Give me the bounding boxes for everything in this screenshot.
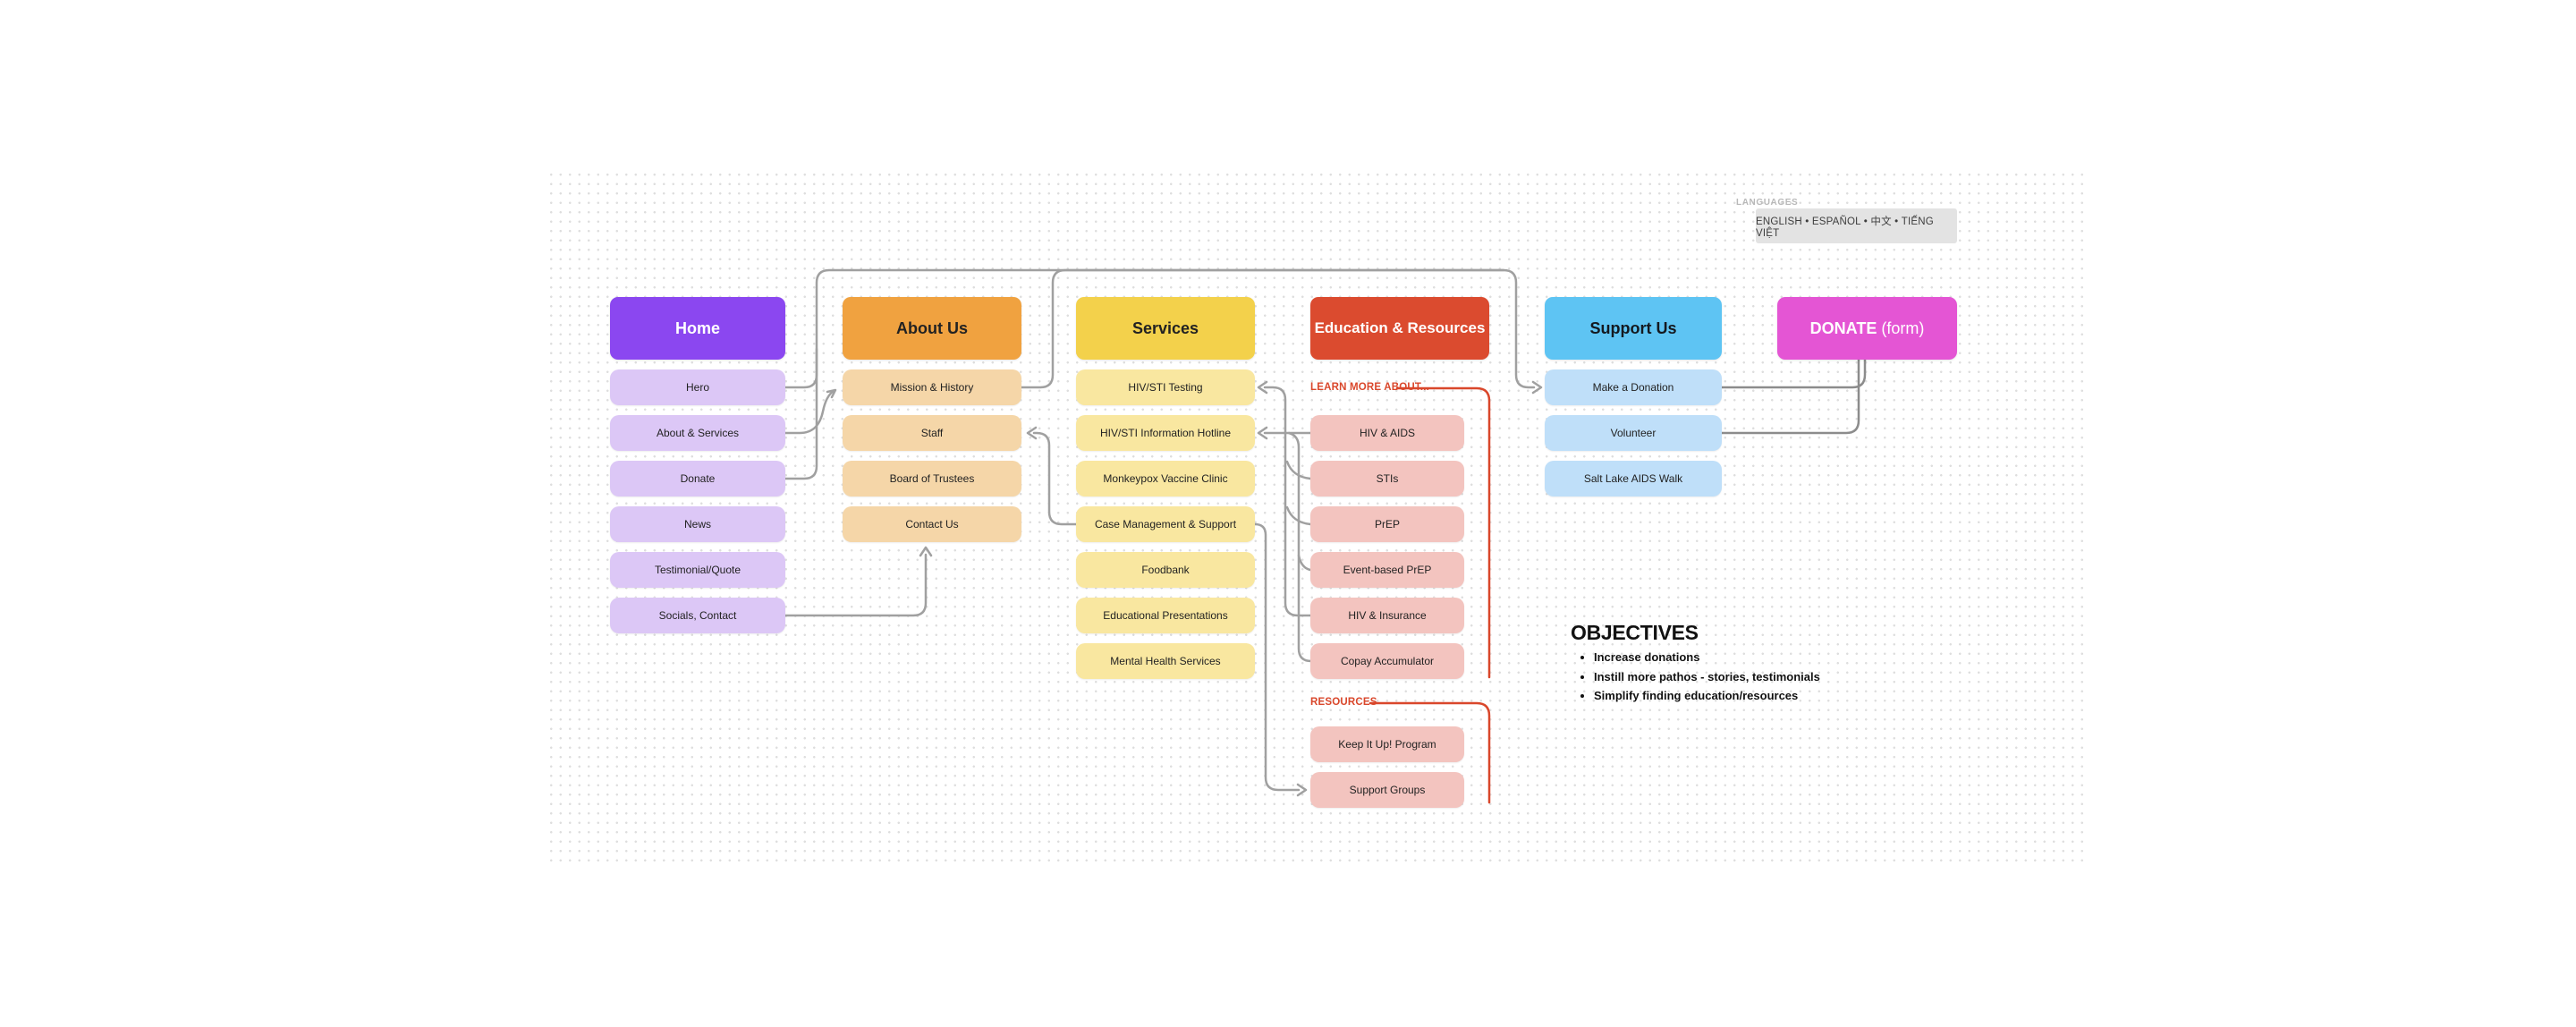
connector-edu-trunk2 xyxy=(1287,431,1313,663)
node-about-and-services[interactable]: About & Services xyxy=(610,415,785,451)
learn-more-label: LEARN MORE ABOUT... xyxy=(1310,382,1430,393)
header-education-resources[interactable]: Education & Resources xyxy=(1310,297,1489,360)
connector-stub-prep xyxy=(1285,505,1312,526)
node-staff[interactable]: Staff xyxy=(843,415,1021,451)
node-copay-accumulator[interactable]: Copay Accumulator xyxy=(1310,643,1464,679)
objective-item: Instill more pathos - stories, testimoni… xyxy=(1594,667,1820,687)
languages-box[interactable]: ENGLISH • ESPAÑOL • 中文 • TIẾNG VIỆT xyxy=(1756,208,1957,243)
node-hiv-sti-testing[interactable]: HIV/STI Testing xyxy=(1076,369,1255,405)
node-donate[interactable]: Donate xyxy=(610,461,785,497)
connector-stub-stis xyxy=(1285,460,1312,480)
objectives-title: OBJECTIVES xyxy=(1571,621,1699,644)
node-hiv-sti-hotline[interactable]: HIV/STI Information Hotline xyxy=(1076,415,1255,451)
bracket-learn-more xyxy=(1395,386,1491,679)
arrowhead-into-testing xyxy=(1257,380,1268,395)
header-support-us[interactable]: Support Us xyxy=(1545,297,1722,360)
arrowhead-into-supportgroups xyxy=(1296,783,1308,797)
header-home[interactable]: Home xyxy=(610,297,785,360)
node-volunteer[interactable]: Volunteer xyxy=(1545,415,1722,451)
arrowhead-into-make-a-donation xyxy=(1531,380,1543,395)
node-mental-health-services[interactable]: Mental Health Services xyxy=(1076,643,1255,679)
arrowhead-into-hotline xyxy=(1257,426,1268,440)
resources-label: RESOURCES xyxy=(1310,697,1377,708)
node-foodbank[interactable]: Foodbank xyxy=(1076,552,1255,588)
connector-aboutservices-to-mission xyxy=(784,389,835,435)
node-salt-lake-aids-walk[interactable]: Salt Lake AIDS Walk xyxy=(1545,461,1722,497)
node-monkeypox-clinic[interactable]: Monkeypox Vaccine Clinic xyxy=(1076,461,1255,497)
connector-casemgmt-to-supportgroups xyxy=(1253,522,1301,792)
node-keep-it-up-program[interactable]: Keep It Up! Program xyxy=(1310,726,1464,762)
header-donate-form[interactable]: DONATE (form) xyxy=(1777,297,1957,360)
connector-volunteer-to-donateform xyxy=(1720,358,1860,435)
objective-item: Increase donations xyxy=(1594,648,1820,667)
node-testimonial-quote[interactable]: Testimonial/Quote xyxy=(610,552,785,588)
connector-mission-to-top-line xyxy=(1020,268,1505,389)
node-stis[interactable]: STIs xyxy=(1310,461,1464,497)
arrowhead-into-contactus xyxy=(919,546,933,557)
node-make-a-donation[interactable]: Make a Donation xyxy=(1545,369,1722,405)
connector-edu-trunk-to-testing xyxy=(1263,386,1312,617)
node-case-management[interactable]: Case Management & Support xyxy=(1076,506,1255,542)
arrowhead-into-staff xyxy=(1026,426,1038,440)
donate-title-suffix: (form) xyxy=(1877,318,1925,337)
connector-makeadonation-to-donateform xyxy=(1720,358,1867,389)
connector-stub-eventbased xyxy=(1297,554,1312,572)
node-mission-history[interactable]: Mission & History xyxy=(843,369,1021,405)
node-hero[interactable]: Hero xyxy=(610,369,785,405)
node-hiv-insurance[interactable]: HIV & Insurance xyxy=(1310,598,1464,633)
connector-casemgmt-to-staff xyxy=(1032,431,1078,526)
arrowhead-into-mission xyxy=(826,388,837,399)
connector-socials-to-contactus xyxy=(784,553,928,617)
node-hiv-aids[interactable]: HIV & AIDS xyxy=(1310,415,1464,451)
node-board-of-trustees[interactable]: Board of Trustees xyxy=(843,461,1021,497)
connector-hero-to-trunk xyxy=(784,347,818,389)
node-news[interactable]: News xyxy=(610,506,785,542)
node-support-groups[interactable]: Support Groups xyxy=(1310,772,1464,808)
node-prep[interactable]: PrEP xyxy=(1310,506,1464,542)
objectives-list: Increase donations Instill more pathos -… xyxy=(1574,648,1820,706)
header-about-us[interactable]: About Us xyxy=(843,297,1021,360)
bracket-resources xyxy=(1368,701,1491,804)
donate-title-bold: DONATE xyxy=(1809,318,1877,337)
node-event-based-prep[interactable]: Event-based PrEP xyxy=(1310,552,1464,588)
languages-label: LANGUAGES xyxy=(1736,198,1799,208)
node-educational-presentations[interactable]: Educational Presentations xyxy=(1076,598,1255,633)
node-socials-contact[interactable]: Socials, Contact xyxy=(610,598,785,633)
header-services[interactable]: Services xyxy=(1076,297,1255,360)
node-contact-us[interactable]: Contact Us xyxy=(843,506,1021,542)
objective-item: Simplify finding education/resources xyxy=(1594,686,1820,706)
